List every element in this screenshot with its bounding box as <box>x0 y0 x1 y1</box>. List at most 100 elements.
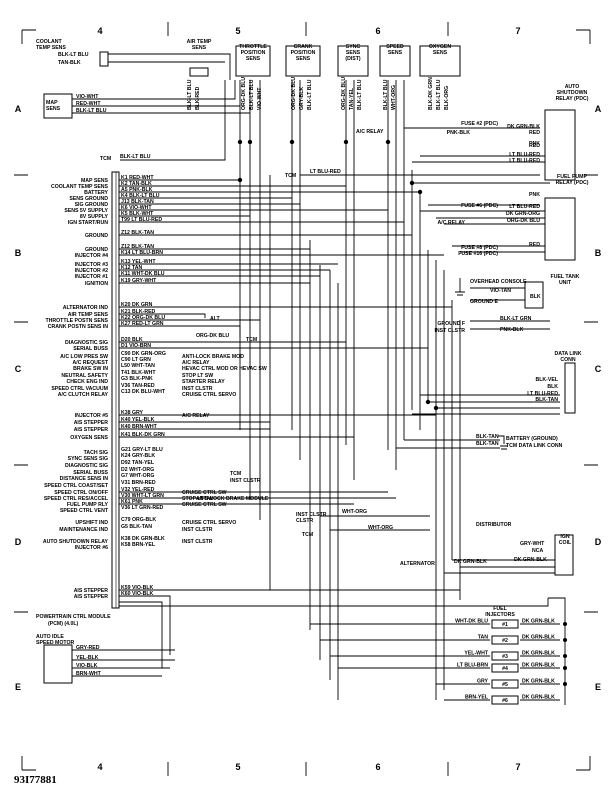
asd-wire-label: PNK <box>529 141 540 147</box>
pcm-function-label: DIAGNOSTIC SIG <box>65 463 108 469</box>
row-label-right: A <box>595 104 602 114</box>
pcm-pin-wire-label: D2 WHT-ORG <box>121 467 154 473</box>
destination-label: INST CLSTR <box>182 386 213 392</box>
tcm-label: TCM <box>302 532 313 538</box>
pcm-function-label: A/C LOW PRES SW <box>60 354 108 360</box>
fuel-pump-relay-label: RELAY (PDC) <box>556 180 589 186</box>
injector-ground-label: DK GRN-BLK <box>522 619 555 625</box>
pcm-function-label: AIS STEPPER <box>74 588 109 594</box>
destination-label: STOP LT SW <box>182 496 213 502</box>
wire-label: ORG-DK BLU <box>196 333 229 339</box>
pcm-function-label: SPEED CTRL VENT <box>60 508 109 514</box>
tcm-label: TCM <box>246 337 257 343</box>
pcm-function-label: INJECTOR #1 <box>75 274 108 280</box>
pcm-pin-wire-label: K12 TAN <box>121 265 142 271</box>
asd-wire-label: LT BLU-RED <box>509 152 540 158</box>
frame-marks <box>14 22 598 776</box>
ais-wire-label: GRY-RED <box>76 645 100 651</box>
fpr-wire-label: LT BLU-RED <box>509 204 540 210</box>
pcm-pin-wire-label: K13 YEL-WHT <box>121 259 156 265</box>
ais-wire-label: VIO-BLK <box>76 663 98 669</box>
data-link-wire-label: BLK-TAN <box>535 397 558 403</box>
pcm-pin-wire-label: V36 LT GRN-RED <box>121 505 164 511</box>
row-label-left: E <box>15 682 21 692</box>
pcm-function-label: AIS STEPPER <box>74 420 109 426</box>
overhead-console-label: OVERHEAD CONSOLE <box>470 279 527 285</box>
injector-box <box>491 619 519 629</box>
oxygen-sensor-label: OXYGEN <box>429 44 451 50</box>
air-temp-wire-label: BLK-LT BLU <box>187 79 193 110</box>
alternator-label: ALTERNATOR <box>400 561 435 567</box>
tcm-label: TCM <box>230 471 241 477</box>
asd-relay-label: RELAY (PDC) <box>556 96 589 102</box>
crank-sensor-label: SENS <box>296 56 311 62</box>
injector-box <box>491 679 519 689</box>
wire-label: LT BLU-RED <box>310 169 341 175</box>
throttle-sensor-label: SENS <box>246 56 261 62</box>
crank-wire-label: BLK-LT BLU <box>307 79 313 110</box>
row-label-left: C <box>15 364 22 374</box>
coolant-wire-label: TAN-BLK <box>58 60 81 66</box>
sync-wire-label: BLK-LT BLU <box>357 79 363 110</box>
pcm-pin-wire-label: K60 VIO-BLK <box>121 591 154 597</box>
pcm-function-label: DISTANCE SENS IN <box>60 476 109 482</box>
destination-label: HEVAC CTRL MOD OR HEVAC SW <box>182 366 267 372</box>
fpr-wire-label: ORG-DK BLU <box>507 218 540 224</box>
column-label-top: 5 <box>235 26 240 36</box>
map-wire-label: BLK-LT BLU <box>76 108 107 114</box>
air-temp-sensor-label: AIR TEMP <box>187 39 212 45</box>
coolant-sensor-label: COOLANT <box>36 39 62 45</box>
pcm-pin-wire-label: K21 BLK-RED <box>121 309 156 315</box>
pcm-function-label: SENS GROUND <box>69 196 108 202</box>
fuel-tank-wire-label: BLK <box>530 294 541 300</box>
pcm-function-label: SYNC SENS SIG <box>68 456 108 462</box>
map-sens-label: MAP <box>46 100 58 106</box>
pcm-pin-wire-label: K20 DK GRN <box>121 302 153 308</box>
pcm-function-label: ALTERNATOR IND <box>63 305 108 311</box>
pcm-function-label: SPEED CTRL VACUUM <box>51 386 108 392</box>
sensor-boxes <box>43 45 576 684</box>
pcm-pin-wire-label: K40 BRN-WHT <box>121 424 158 430</box>
sync-wire-label: TAN-YEL <box>349 87 355 110</box>
injector-number: #1 <box>502 622 508 628</box>
speed-sensor-label: SENS <box>388 50 403 56</box>
map-sens-label: SENS <box>46 106 61 112</box>
pcm-pin-wire-label: K41 BLK-DK GRN <box>121 432 165 438</box>
pcm-function-label: UPSHIFT IND <box>75 520 108 526</box>
pcm-pin-wire-label: K2 TAN-BLK <box>121 181 152 187</box>
pcm-function-label: FUEL PUMP RLY <box>67 502 109 508</box>
inst-clstr-label: INST CLSTR <box>230 478 261 484</box>
inst-clstr-label: INST CLSTR <box>296 512 327 518</box>
row-label-left: B <box>15 248 22 258</box>
pcm-function-label: COOLANT TEMP SENS <box>51 184 109 190</box>
splices <box>237 139 567 686</box>
pcm-function-label: GROUND <box>85 247 108 253</box>
data-link-wire-label: BLK <box>547 384 558 390</box>
air-temp-wire-label: BLK-RED <box>195 86 201 110</box>
coolant-sensor-label: TEMP SENS <box>36 45 66 51</box>
ais-motor-label: AUTO IDLE <box>36 634 64 640</box>
pcm-pin-wire-label: G3 BLK-PNK <box>121 376 153 382</box>
fpr-wire-label: PNK <box>529 192 540 198</box>
tcm-label: TCM <box>285 173 296 179</box>
pcm-function-label: SIG GROUND <box>75 202 109 208</box>
pcm-pin-wire-label: K24 GRY-BLK <box>121 453 155 459</box>
ground-symbols <box>455 278 508 450</box>
destination-label: INST CLSTR <box>182 539 213 545</box>
ign-coil-label: IGN <box>560 534 569 540</box>
destination-label: CRUISE CTRL SW <box>182 490 227 496</box>
pcm-function-label: AIR TEMP SENS <box>68 312 109 318</box>
crank-sensor-label: CRANK <box>294 44 313 50</box>
destination-label: STARTER RELAY <box>182 379 225 385</box>
column-label-bottom: 5 <box>235 762 240 772</box>
pcm-function-label: INJECTOR #6 <box>75 545 108 551</box>
pcm-pin-wire-label: K11 WHT-DK BLU <box>121 271 165 277</box>
pcm-connector <box>111 171 120 609</box>
tcm-label: TCM <box>100 156 111 162</box>
map-wire-label: VIO-WHT <box>76 94 99 100</box>
column-label-top: 7 <box>515 26 520 36</box>
injector-wire-label: BRN-YEL <box>465 695 489 701</box>
pcm-function-label: AUTO SHUTDOWN RELAY <box>43 539 109 545</box>
throttle-sensor-label: POSITION <box>241 50 266 56</box>
